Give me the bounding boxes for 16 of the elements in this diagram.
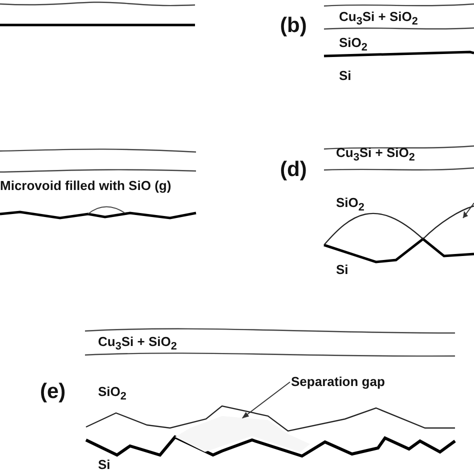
layer-label: Si	[98, 457, 110, 472]
leader-line	[242, 382, 290, 418]
layer-label: Cu$_{3}$Si + SiO$_{2}$	[336, 145, 415, 166]
layer-label: Si	[339, 68, 352, 83]
panel-letter: (b)	[280, 14, 307, 38]
panel-letter: (d)	[280, 158, 307, 182]
layer-label: SiO$_{2}$	[98, 384, 126, 405]
panel-letter: (e)	[40, 380, 66, 404]
annotation-label: Microvoid filled with SiO (g)	[0, 178, 172, 193]
layer-label: Cu$_{3}$Si + SiO$_{2}$	[98, 334, 177, 355]
separation-gap-region	[175, 416, 310, 452]
callout-label: Separation gap	[291, 374, 385, 389]
layer-label: Si	[336, 262, 348, 277]
layer-label: SiO$_{2}$	[336, 195, 364, 216]
layer-label: SiO$_{2}$	[339, 35, 368, 56]
layer-label: Cu$_{3}$Si + SiO$_{2}$	[339, 9, 418, 30]
